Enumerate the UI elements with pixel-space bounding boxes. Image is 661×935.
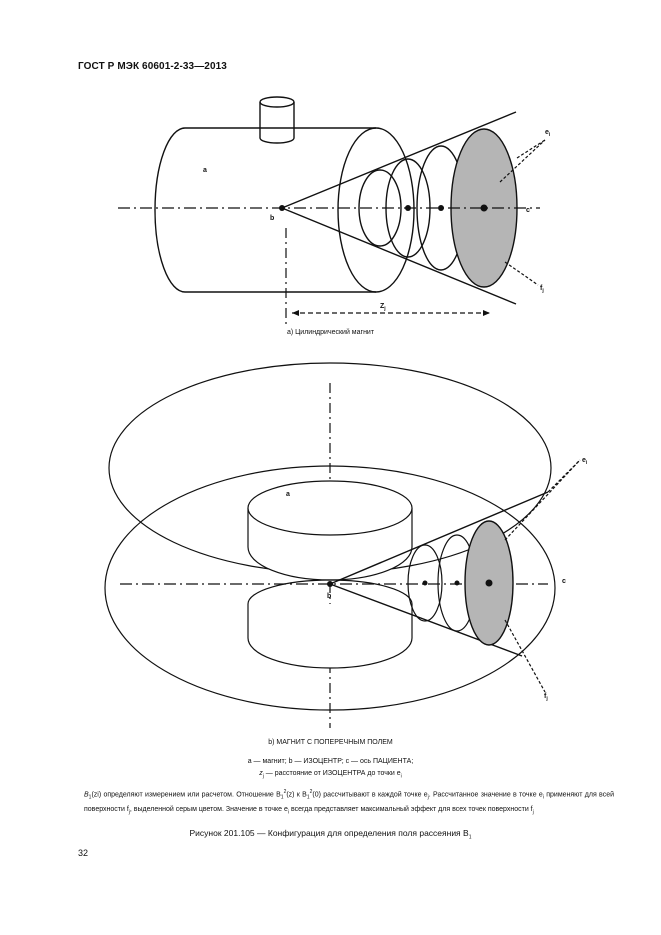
isocenter-point-b: [327, 581, 333, 587]
legend-line-2: zj — расстояние от ИЗОЦЕНТРА до точки ei: [259, 770, 402, 780]
leader-b-f: [504, 619, 546, 693]
label-z: Zj: [380, 303, 386, 312]
cone-line-bottom: [281, 207, 517, 305]
caption-a: а) Цилиндрический магнит: [286, 329, 375, 336]
point-b-e: [485, 579, 493, 587]
leader-e-1: [499, 139, 546, 183]
leader-e-2: [516, 139, 546, 159]
label-e: ei: [545, 129, 551, 138]
label-b-f: fj: [544, 693, 548, 702]
cylinder-front-end: [337, 127, 415, 293]
legend-line-1: a — магнит; b — ИЗОЦЕНТР; c — ось ПАЦИЕН…: [247, 758, 414, 765]
arrow-left: [292, 310, 299, 316]
lower-pole-body: [247, 604, 413, 669]
point-3: [438, 205, 444, 211]
point-e: [480, 204, 488, 212]
turret-body: [259, 102, 295, 144]
ring-1: [358, 169, 402, 247]
label-b: b: [270, 215, 274, 222]
label-b-e: ei: [582, 457, 588, 466]
label-a: a: [203, 167, 207, 174]
cone-line-top: [281, 111, 517, 209]
label-f: fj: [540, 285, 544, 294]
point-2: [405, 205, 411, 211]
label-b-b: b: [327, 593, 331, 600]
arrow-right: [483, 310, 490, 316]
point-b-2: [454, 580, 460, 586]
leader-f: [504, 261, 539, 286]
leader-b-e-1: [504, 459, 581, 541]
turret-top: [259, 96, 295, 108]
lower-pole-top: [247, 579, 413, 605]
label-b-a: a: [286, 491, 290, 498]
label-c: c: [526, 207, 530, 214]
figure-b-points: [327, 579, 493, 587]
page-number: 32: [78, 848, 89, 858]
ring-b-1: [407, 544, 443, 622]
figure-caption: Рисунок 201.105 — Конфигурация для опред…: [189, 828, 472, 841]
upper-pole-top: [247, 480, 413, 536]
leader-b-e-2: [547, 459, 581, 493]
cone-b-top: [329, 491, 549, 585]
point-b-1: [422, 580, 428, 586]
cylinder-back-end: [154, 127, 186, 293]
figure-a-points: [279, 204, 490, 316]
figure-b-transverse-magnet: [104, 362, 581, 728]
isocenter-point: [279, 205, 285, 211]
document-header: ГОСТ Р МЭК 60601-2-33—2013: [78, 61, 227, 72]
label-b-c: c: [562, 578, 566, 585]
explanation-paragraph: B1(zi) определяют измерением или расчето…: [84, 789, 614, 816]
caption-b: b) МАГНИТ С ПОПЕРЕЧНЫМ ПОЛЕМ: [268, 739, 393, 746]
figure-a-cylindrical-magnet: [118, 96, 546, 328]
